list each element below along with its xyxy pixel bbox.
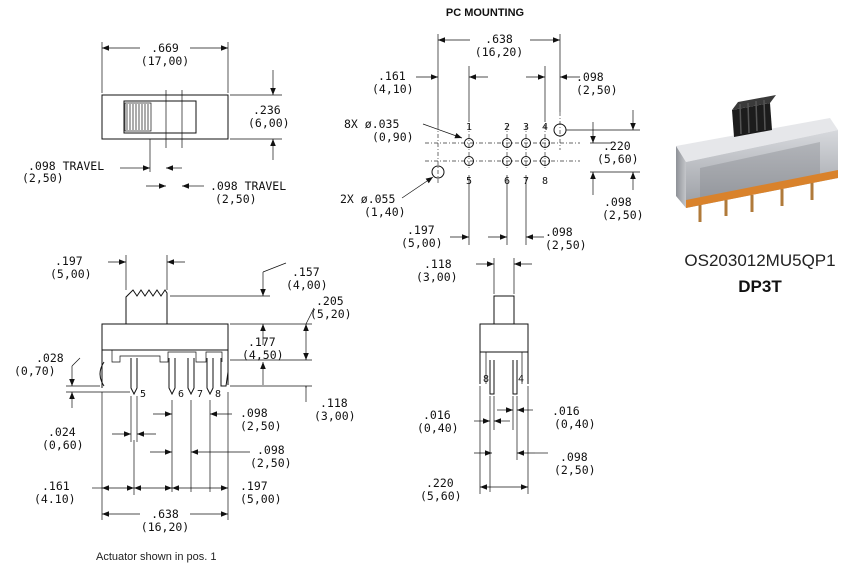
front-body [101, 323, 229, 351]
dim-width-in: .236 [253, 103, 281, 117]
dim-standoff-mm: (0,70) [14, 364, 56, 378]
dim-pcb-right-mm: (2,50) [576, 83, 618, 97]
part-number: OS203012MU5QP1 [684, 251, 835, 270]
dim-pin-pitch-b-in: .098 [257, 443, 285, 457]
dim-front-overall-mm: (16,20) [141, 520, 189, 534]
dim-side-pitch-in: .098 [560, 450, 588, 464]
dim-body-height-mm: (4,50) [242, 348, 284, 362]
dim-standoff-in: .028 [36, 351, 64, 365]
internal-contacts [111, 350, 223, 363]
dim-body-height-in: .177 [248, 335, 276, 349]
dim-travel-left-mm: (2,50) [22, 171, 64, 185]
dim-front-right-in: .197 [240, 479, 268, 493]
side-pins [489, 360, 518, 395]
pin-label-3: 3 [523, 122, 529, 133]
dim-length-mm: (17,00) [141, 54, 189, 68]
switch-actuator [732, 95, 776, 137]
dim-length-in: .669 [151, 41, 179, 55]
side-view: 8 4 .118 (3,00) .016 (0,40) .016 (0,40) … [416, 257, 596, 503]
dim-side-pitch-mm: (2,50) [554, 463, 596, 477]
side-body [479, 323, 529, 353]
dim-front-left-mm: (4.10) [34, 492, 76, 506]
product-photo [676, 95, 838, 222]
dim-pcb-span-in: .638 [485, 32, 513, 46]
dim-side-overall-mm: (5,60) [420, 489, 462, 503]
dim-pcb-left-in: .161 [378, 69, 406, 83]
actuator-slot [123, 100, 197, 134]
dim-pin-width-in: .024 [48, 425, 76, 439]
pin-label-1: 1 [466, 122, 472, 133]
dim-pin-pitch-a-mm: (2,50) [240, 419, 282, 433]
pin-label-8: 8 [542, 176, 548, 187]
pcb-holes [431, 123, 567, 179]
front-pins [130, 358, 229, 396]
dim-side-actuator-mm: (3,00) [416, 270, 458, 284]
dim-pcb-span-mm: (16,20) [475, 45, 523, 59]
dim-pin-pitch-b-mm: (2,50) [250, 456, 292, 470]
dim-side-pin-right-in: .016 [552, 404, 580, 418]
dim-actuator-height-mm: (4,00) [286, 278, 328, 292]
dim-pin-length-mm: (3,00) [314, 409, 356, 423]
dim-hole-large-mm: (1,40) [364, 205, 406, 219]
dim-hole-small-in: 8X ø.035 [344, 117, 399, 131]
dim-row-spacing-in: .220 [603, 139, 631, 153]
actuator-side [493, 295, 515, 325]
dim-actuator-height-in: .157 [292, 265, 320, 279]
dim-total-height-mm: (5,20) [310, 307, 352, 321]
dim-row-offset-in: .098 [604, 195, 632, 209]
front-pin-6: 6 [178, 389, 184, 400]
front-pin-8: 8 [215, 389, 221, 400]
dim-pcb-left-mm: (4,10) [372, 82, 414, 96]
dim-row-spacing-mm: (5,60) [597, 152, 639, 166]
dim-hole-small-mm: (0,90) [372, 130, 414, 144]
dim-side-pin-left-in: .016 [423, 408, 451, 422]
dim-row-offset-mm: (2,50) [602, 208, 644, 222]
pc-mounting-view: 1 2 3 4 5 6 7 8 .638 (16,20) .161 (4,10)… [340, 32, 644, 252]
front-pin-7: 7 [197, 389, 203, 400]
dim-travel-right-in: .098 TRAVEL [210, 179, 286, 193]
dim-pcb-right-in: .098 [576, 70, 604, 84]
switch-body-outline [101, 94, 229, 140]
front-pin-5: 5 [140, 389, 146, 400]
dim-pin-width-mm: (0,60) [42, 438, 84, 452]
switch-type: DP3T [738, 277, 782, 296]
dim-width-mm: (6,00) [248, 116, 290, 130]
dim-actuator-width-in: .197 [55, 254, 83, 268]
dim-travel-right-mm: (2,50) [215, 192, 257, 206]
dim-total-height-in: .205 [316, 294, 344, 308]
dim-pitch-b-mm: (2,50) [545, 238, 587, 252]
actuator-ribs [124, 102, 152, 132]
dim-actuator-width-mm: (5,00) [50, 267, 92, 281]
side-pin-8: 8 [483, 374, 489, 385]
dim-pitch-a-in: .197 [407, 223, 435, 237]
dim-side-pin-left-mm: (0,40) [417, 421, 459, 435]
dim-front-right-mm: (5,00) [240, 492, 282, 506]
dim-front-left-in: .161 [42, 479, 70, 493]
actuator-front [125, 289, 168, 324]
pin-label-4: 4 [542, 122, 548, 133]
dim-hole-large-in: 2X ø.055 [340, 192, 395, 206]
dim-side-actuator-in: .118 [424, 257, 452, 271]
footnote: Actuator shown in pos. 1 [96, 551, 216, 563]
side-pin-4: 4 [518, 374, 524, 385]
dim-front-overall-in: .638 [151, 507, 179, 521]
dim-pin-length-in: .118 [320, 396, 348, 410]
switch-terminals [698, 183, 814, 222]
drawing-title: PC MOUNTING [446, 7, 524, 19]
dim-pin-pitch-a-in: .098 [240, 406, 268, 420]
dim-pitch-b-in: .098 [545, 225, 573, 239]
front-view: 5 6 7 8 .197 (5,00) .157 (4,00) .205 (5,… [14, 254, 356, 534]
dim-travel-left-in: .098 TRAVEL [28, 159, 104, 173]
top-view: .669 (17,00) .236 (6,00) .098 TRAVEL (2,… [22, 41, 290, 206]
dim-side-overall-in: .220 [426, 476, 454, 490]
dim-pitch-a-mm: (5,00) [401, 236, 443, 250]
pin-label-2: 2 [504, 122, 510, 133]
dim-side-pin-right-mm: (0,40) [554, 417, 596, 431]
switch-base [686, 170, 838, 208]
